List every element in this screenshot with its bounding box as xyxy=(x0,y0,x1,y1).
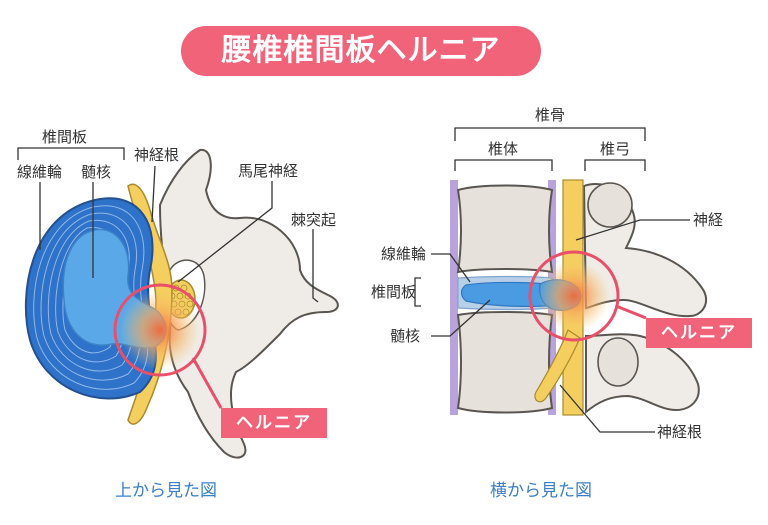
side-view-group xyxy=(414,127,708,433)
label-annulus-side: 線維輪 xyxy=(381,245,427,263)
label-vertebral-arch: 椎弓 xyxy=(600,140,631,158)
label-nucleus-top: 髄核 xyxy=(81,163,112,181)
hernia-tag-side: ヘルニア xyxy=(646,318,752,348)
label-nerve-root-top: 神経根 xyxy=(134,146,180,164)
label-vertebral-body: 椎体 xyxy=(488,140,519,158)
side-hernia-ring xyxy=(528,250,620,342)
label-vertebra: 椎骨 xyxy=(535,106,566,124)
top-view-group xyxy=(17,147,339,459)
label-disc-top: 椎間板 xyxy=(42,128,88,146)
label-annulus-top: 線維輪 xyxy=(17,163,63,181)
top-hernia-ring xyxy=(113,283,207,377)
top-hernia-glow xyxy=(120,290,200,370)
side-nerve-root xyxy=(534,329,581,403)
top-leader-lines xyxy=(17,147,319,303)
vertebral-body-upper xyxy=(456,184,554,274)
label-spinous-process: 棘突起 xyxy=(291,211,337,229)
label-disc-side: 椎間板 xyxy=(371,283,417,301)
side-leader-lines xyxy=(414,127,690,433)
label-cauda-equina: 馬尾神経 xyxy=(238,162,299,180)
facet-joint-lower xyxy=(597,337,639,387)
vertebral-body-lower xyxy=(456,311,554,414)
caption-top-view: 上から見た図 xyxy=(115,481,217,501)
label-nerve-root-side: 神経根 xyxy=(657,423,703,441)
side-hernia-glow xyxy=(538,260,610,332)
hernia-tag-top: ヘルニア xyxy=(221,408,327,438)
facet-joint-upper xyxy=(587,182,633,228)
label-nerve-side: 神経 xyxy=(693,211,724,229)
page-title: 腰椎椎間板ヘルニア xyxy=(181,26,541,76)
top-hernia-leader xyxy=(191,357,223,409)
caption-side-view: 横から見た図 xyxy=(490,481,592,501)
label-nucleus-side: 髄核 xyxy=(390,327,421,345)
side-hernia-leader xyxy=(615,304,647,320)
anterior-ligament xyxy=(450,180,458,415)
